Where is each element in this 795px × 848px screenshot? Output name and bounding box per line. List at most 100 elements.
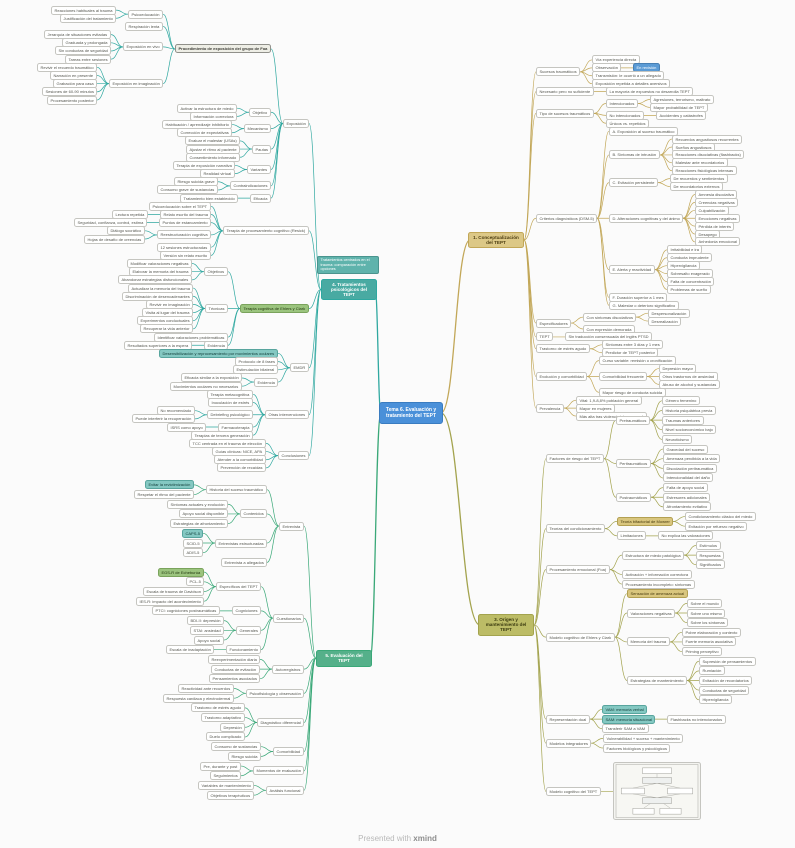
mindmap-node[interactable]: Necesario pero no suficiente [536, 87, 594, 97]
mindmap-node[interactable]: Comorbilidad frecuente [599, 371, 648, 381]
mindmap-node[interactable]: Inoculación de estrés [208, 398, 253, 407]
mindmap-node[interactable]: Gravedad del suceso [663, 444, 708, 454]
mindmap-node[interactable]: Apoyo social disponible [179, 509, 228, 519]
mindmap-node[interactable]: Desensibilización y reprocesamiento por … [159, 348, 278, 358]
mindmap-node[interactable]: Condicionamiento clásico del miedo [685, 512, 756, 522]
mindmap-node[interactable]: Memoria del trauma [627, 637, 670, 647]
mindmap-node[interactable]: Valoraciones negativas [627, 608, 676, 618]
mindmap-node[interactable]: Técnicas [205, 303, 229, 313]
mindmap-node[interactable]: Exposición en imaginación [109, 79, 164, 89]
mindmap-node[interactable]: Modelo cognitivo de Ehlers y Clark [546, 632, 615, 642]
mindmap-node[interactable]: Desrealización [648, 316, 682, 326]
mindmap-node[interactable]: Terapia cognitiva de Ehlers y Clark [240, 303, 309, 313]
mindmap-node[interactable]: Riesgo suicida [228, 751, 262, 761]
mindmap-node[interactable]: Fuerte memoria asociativa [682, 637, 737, 647]
mindmap-node[interactable]: EGS-R de Echeburúa [158, 567, 204, 577]
mindmap-node[interactable]: Objetivos terapéuticos [207, 790, 254, 800]
mindmap-node[interactable]: Respetar el ritmo del paciente [134, 490, 195, 500]
mindmap-node[interactable]: Exposición en vivo [123, 42, 164, 52]
mindmap-node[interactable]: Factores biológicos y psicológicos [603, 743, 671, 753]
mindmap-node[interactable]: ADIS-5 [183, 548, 203, 558]
mindmap-node[interactable]: Comorbilidad [273, 747, 304, 756]
central-topic[interactable]: Tema 6. Evaluación y tratamiento del TEP… [379, 402, 443, 424]
mindmap-node[interactable]: Diálogo socrático [107, 226, 145, 236]
mindmap-node[interactable]: Disociación peritraumática [663, 463, 717, 473]
mindmap-node[interactable]: Curso variable: remisión o cronificación [599, 356, 676, 366]
mindmap-node[interactable]: Objetivo [249, 107, 271, 117]
mindmap-node[interactable]: Significados [696, 560, 725, 570]
mindmap-node[interactable]: Conclusiones [278, 451, 310, 461]
mindmap-node[interactable]: Factores de riesgo del TEPT [546, 454, 604, 464]
mindmap-node[interactable]: Evidencia [254, 377, 279, 387]
mindmap-node[interactable]: Teorías del condicionamiento [546, 524, 605, 534]
mindmap-node[interactable]: Limitaciones [617, 531, 647, 541]
mindmap-node[interactable]: Hipervigilancia [699, 695, 733, 705]
mindmap-node[interactable]: D. Alteraciones cognitivas y del ánimo [609, 213, 684, 223]
mindmap-node[interactable]: Procesamiento emocional (Foa) [546, 565, 610, 575]
mindmap-node[interactable]: BDI-II: depresión [187, 616, 225, 626]
mindmap-node[interactable]: Anhedonia emocional [695, 237, 741, 247]
mindmap-node[interactable]: Estrategias de afrontamiento [170, 519, 229, 529]
mindmap-node[interactable]: Hojas de desafío de creencias [84, 234, 145, 244]
mindmap-node[interactable]: Modelos integradores [546, 738, 592, 748]
mindmap-node[interactable]: La mayoría de expuestos no desarrolla TE… [606, 87, 694, 97]
mindmap-node[interactable]: Abuso de alcohol y sustancias [659, 379, 720, 389]
mindmap-node[interactable]: Reestructuración cognitiva [157, 230, 212, 240]
mindmap-node[interactable]: Seguimientos [210, 771, 242, 781]
mindmap-node[interactable]: Variantes [247, 165, 271, 174]
mindmap-node[interactable]: IES-R: impacto del acontecimiento [136, 596, 205, 606]
mindmap-node[interactable]: Psicoeducación [128, 9, 164, 19]
mindmap-node[interactable]: Intencionados [606, 98, 638, 108]
mindmap-node[interactable]: Criterios diagnósticos (DSM-5) [536, 213, 598, 223]
mindmap-node[interactable]: Trastorno adaptativo [201, 713, 245, 723]
mindmap-node[interactable]: Traumas anteriores [662, 415, 704, 425]
mindmap-node[interactable]: Cogniciones [232, 606, 262, 616]
mindmap-node[interactable]: Puntos de estancamiento [159, 218, 212, 228]
mindmap-node[interactable]: Escala de inadaptación [166, 645, 215, 655]
mindmap-node[interactable]: B. Síntomas de intrusión [609, 150, 660, 160]
mindmap-node[interactable]: Amenaza percibida a la vida [663, 454, 721, 464]
mindmap-node[interactable]: Modelo cognitivo del TEPT [546, 786, 601, 796]
mindmap-node[interactable]: Representación dual [546, 714, 590, 724]
mindmap-node[interactable]: Escala de trauma de Davidson [143, 587, 205, 596]
mindmap-node[interactable]: Sesiones de 60-90 minutos [42, 87, 98, 97]
mindmap-node[interactable]: Sobre el mundo [687, 598, 723, 608]
mindmap-node[interactable]: Estimulación bilateral [233, 365, 278, 375]
mindmap-node[interactable]: Accidentes y catástrofes [656, 110, 707, 120]
mindmap-node[interactable]: Objetivos [204, 267, 228, 277]
mindmap-node[interactable]: Apoyo social [194, 635, 224, 645]
mindmap-node[interactable]: Psicofisiología y observación [246, 688, 305, 698]
mindmap-node[interactable]: PTCI: cogniciones postraumáticas [152, 606, 220, 616]
mindmap-node[interactable]: Prevalencia [536, 403, 564, 413]
mindmap-node[interactable]: Rumiación [699, 666, 725, 676]
mindmap-node[interactable]: Sobre uno mismo [687, 608, 726, 618]
mindmap-node[interactable]: Otras intervenciones [265, 410, 309, 420]
mindmap-node[interactable]: Nivel socioeconómico bajo [662, 425, 717, 435]
mindmap-node[interactable]: Estructura de miedo patológica [622, 550, 685, 560]
mindmap-node[interactable]: Síntomas actuales y evolución [167, 499, 229, 509]
mindmap-node[interactable]: Trastorno de estrés agudo [536, 344, 590, 354]
branch-topic[interactable]: 1. Conceptualización del TEPT [468, 231, 524, 249]
embedded-figure[interactable] [613, 762, 701, 821]
mindmap-node[interactable]: Puede interferir la recuperación [132, 414, 195, 424]
branch-topic[interactable]: 4. Tratamientos psicológicos del TEPT [321, 278, 377, 301]
mindmap-node[interactable]: Estrategias de mantenimiento [627, 676, 687, 685]
mindmap-node[interactable]: Sobre los síntomas [687, 618, 729, 628]
mindmap-node[interactable]: Mecanismo [244, 124, 272, 134]
mindmap-node[interactable]: Debriefing psicológico [207, 410, 254, 420]
mindmap-node[interactable]: Teoría bifactorial de Mowrer [617, 516, 674, 526]
mindmap-node[interactable]: Consumo de sustancias [211, 742, 261, 752]
mindmap-node[interactable]: Reactividad ante recuerdos [178, 683, 234, 693]
mindmap-node[interactable]: Respiración lenta [125, 21, 163, 31]
mindmap-node[interactable]: Sucesos traumáticos [536, 67, 581, 77]
mindmap-node[interactable]: Prevención de recaídas [217, 463, 267, 473]
mindmap-node[interactable]: Supresión de pensamientos [699, 656, 756, 666]
mindmap-node[interactable]: Historia del suceso traumático [206, 485, 267, 495]
mindmap-node[interactable]: SAM: memoria situacional [602, 714, 656, 724]
mindmap-node[interactable]: A. Exposición al suceso traumático [609, 126, 679, 136]
mindmap-node[interactable]: Postraumáticos [616, 492, 651, 502]
mindmap-node[interactable]: Evitar la revictimización [145, 480, 194, 490]
branch-topic[interactable]: 5. Evaluación del TEPT [316, 650, 372, 667]
mindmap-node[interactable]: Entrevista a allegados [221, 557, 268, 567]
